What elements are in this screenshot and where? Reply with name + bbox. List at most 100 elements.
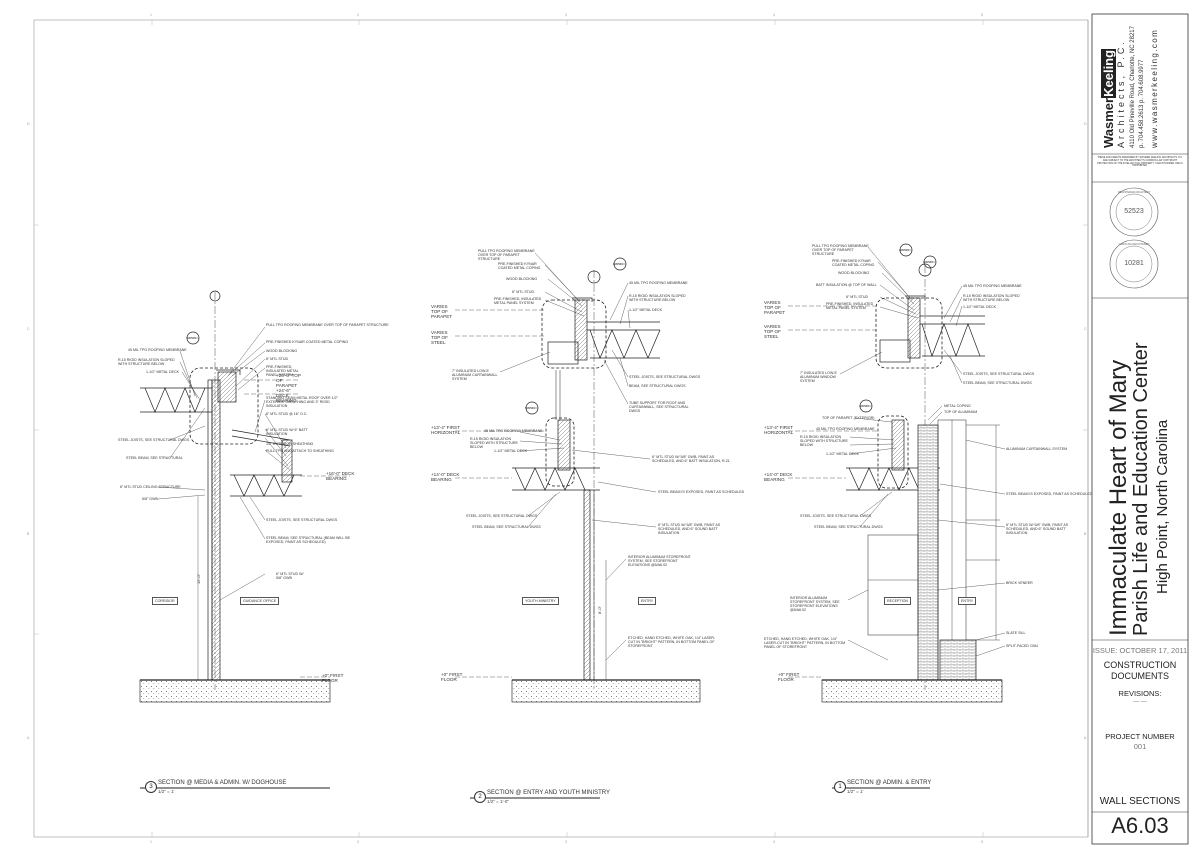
note-label: PULL TPO ROOFING MEMBRANE OVER TOP OF PA… <box>266 323 389 327</box>
revisions-value: — — <box>1133 699 1147 705</box>
callout-ref: 3/A7.04 <box>923 260 933 264</box>
section-scale: 1/2" = 1' <box>847 789 864 794</box>
note-label: R-15 RIGID INSULATION SLOPED WITH STRUCT… <box>629 294 686 302</box>
note-label: STEEL BEAM, SEE STRUCTURAL DWGS <box>814 525 883 529</box>
section-number: 1 <box>834 781 846 793</box>
note-label: PRE-FINISHED, INSULATED METAL PANEL SYST… <box>826 302 874 310</box>
level-marker: +0" FIRST FLOOR <box>441 672 463 682</box>
grid-label: 2 <box>357 13 359 17</box>
note-label: 6" MTL STUD W/ 5/8" GWB, PAINT AS SCHEDU… <box>658 523 721 535</box>
note-label: INTERIOR ALUMINUM STOREFRONT SYSTEM, SEE… <box>628 555 691 567</box>
note-label: ETCHED, HAND ETCHED, WHITE OAK, 1/4" LAS… <box>628 636 716 648</box>
note-label: 6" MTL STUD @ 16" O.C. <box>266 412 308 416</box>
note-label: BRICK VENEER <box>1006 581 1033 585</box>
level-marker: +14'-0" DECK BEARING <box>431 472 460 482</box>
level-marker: +16'-0" DECK BEARING <box>326 471 355 481</box>
copyright-notice: THESE DOCUMENTS PREPARED BY WASMER KEELI… <box>1097 156 1183 168</box>
section-title: SECTION @ MEDIA & ADMIN. W/ DOGHOUSE <box>158 780 287 786</box>
seal-number: 10281 <box>1124 260 1144 267</box>
firm-phone: p. 704.458.2613 p. 704.608.9977 <box>1139 59 1145 148</box>
note-label: 5/8" GWB <box>142 497 158 501</box>
level-marker: VARIES TOP OF STEEL <box>764 324 781 339</box>
seal-ring-text: REGISTERED ARCHITECT <box>1117 191 1151 194</box>
note-label: PRE-FINISHED KYNAR COATED METAL COPING <box>832 259 875 267</box>
note-label: STEEL JOISTS, SEE STRUCTURAL DWGS <box>266 518 338 522</box>
section-scale: 1/2" = 1'-0" <box>487 799 509 804</box>
note-label: TOP OF PARAPET (EXTERIOR) <box>822 416 875 420</box>
grid-label: 4 <box>773 840 775 844</box>
note-label: STEEL JOISTS, SEE STRUCTURAL DWGS <box>466 514 538 518</box>
note-label: STEEL BEAM, SEE STRUCTURAL (BEAM WILL BE… <box>266 536 351 544</box>
level-marker: +0" FIRST FLOOR <box>778 672 800 682</box>
note-label: SLATE SILL <box>1006 631 1026 635</box>
room-tag: ENTRY <box>958 597 977 605</box>
note-label: 6" MTL STUD <box>512 290 535 294</box>
callout-ref: 6/A7.04 <box>613 262 623 266</box>
room-tag: ENTRY <box>638 597 657 605</box>
section-title: SECTION @ ADMIN. & ENTRY <box>847 780 932 786</box>
seal-ring-graphics <box>1109 187 1159 289</box>
dimension: 8'-0" <box>597 606 602 614</box>
note-label: 1-1/2" METAL DECK <box>494 449 528 453</box>
grid-label: B <box>27 532 30 536</box>
note-label: 6" MTL STUD W/ 5/8" GWB <box>276 572 304 580</box>
note-label: BEAM, SEE STRUCTURAL DWGS <box>629 384 686 388</box>
note-label: 1-1/2" METAL DECK <box>629 308 663 312</box>
note-label: STEEL JOISTS, SEE STRUCTURAL DWGS <box>118 438 190 442</box>
note-label: PRE-FINISHED KYNAR COATED METAL COPING <box>498 262 541 270</box>
sheet-title: WALL SECTIONS <box>1099 796 1181 807</box>
note-label: ETCHED, HAND ETCHED, WHITE OAK, 1/4" LAS… <box>764 637 846 649</box>
note-label: 6" MTL STUD W/ 5/8" GWB, PAINT AS SCHEDU… <box>1006 523 1069 535</box>
project-location: High Point, North Carolina <box>1154 419 1171 594</box>
level-marker: +0" FIRST FLOOR <box>322 673 344 683</box>
level-marker: +13'-4" FIRST HORIZONTAL <box>764 425 794 435</box>
grid-label: A <box>27 736 30 740</box>
dimension: 15'-0" <box>196 573 201 584</box>
note-label: TUBE SUPPORT FOR ROOF AND CURTAINWALL, S… <box>629 401 689 413</box>
note-label: BATT INSULATION @ TOP OF WALL <box>816 283 877 287</box>
project-number-label: PROJECT NUMBER <box>1105 732 1175 741</box>
note-label: SPLIT-FACED CMU <box>1006 644 1039 648</box>
note-label: WOOD BLOCKING <box>506 277 538 281</box>
note-label: PULL TPO ROOFING MEMBRANE OVER TOP OF PA… <box>478 249 535 261</box>
note-label: STEEL BEAM IS EXPOSED, PAINT AS SCHEDULE… <box>1006 492 1093 496</box>
note-label: TOP OF ALUMINUM <box>944 410 978 414</box>
note-label: 6" MTL STUD W/ 5/8" GWB, PAINT AS SCHEDU… <box>652 455 730 463</box>
seal-ring-text: CAROLINA REGISTERED <box>1118 243 1150 246</box>
note-label: 1/2" EXTERIOR SHEATHING <box>266 442 314 446</box>
note-label: STEEL BEAM IS EXPOSED, PAINT AS SCHEDULE… <box>658 490 745 494</box>
note-label: STEEL BEAM, SEE STRUCTURAL DWGS <box>472 525 541 529</box>
room-tag: RECEPTION <box>884 597 911 605</box>
grid-label: 4 <box>773 13 775 17</box>
note-label: R-15 RIGID INSULATION SLOPED WITH STRUCT… <box>800 435 848 447</box>
seal-number: 52523 <box>1124 208 1144 215</box>
grid-label: C <box>1084 327 1087 331</box>
room-tag: GUIDANCE OFFICE <box>240 597 280 605</box>
note-label: STANDING SEAM METAL ROOF OVER 1/2" EXTER… <box>266 396 338 408</box>
level-marker: +24'-6" DECK BEARING <box>276 388 297 403</box>
level-marker: +14'-0" DECK BEARING <box>764 472 793 482</box>
note-label: 7" INSULATED LOW-E ALUMINUM WINDOW SYSTE… <box>800 371 837 383</box>
note-label: PRE-FINISHED, INSULATED METAL PANEL SYST… <box>266 365 299 377</box>
level-marker: VARIES TOP OF PARAPET <box>431 304 453 319</box>
note-label: 45 MIL TPO ROOFING MEMBRANE <box>484 429 543 433</box>
note-label: R-15 RIGID INSULATION SLOPED WITH STRUCT… <box>470 437 518 449</box>
note-label: WOOD BLOCKING <box>266 349 298 353</box>
note-label: 1-1/2" METAL DECK <box>963 305 997 309</box>
note-label: 45 MIL TPO ROOFING MEMBRANE <box>629 281 688 285</box>
grid-label: 3 <box>565 840 567 844</box>
grid-label: 5 <box>981 840 983 844</box>
note-label: 6" MTL STUD CEILING STRUCTURE <box>120 485 181 489</box>
note-label: PRE-FINISHED, INSULATED METAL PANEL SYST… <box>494 297 542 305</box>
level-marker: VARIES TOP OF PARAPET <box>764 300 786 315</box>
grid-label: 5 <box>981 13 983 17</box>
section-2-linework <box>455 252 701 799</box>
revisions-label: REVISIONS: <box>1118 689 1162 698</box>
project-number: 001 <box>1133 742 1147 751</box>
firm-address: 4110 Old Pineville Road, Charlotte, NC 2… <box>1130 26 1136 148</box>
callout-ref: 7/A7.04 <box>186 336 196 340</box>
note-label: STEEL JOISTS, SEE STRUCTURAL DWGS <box>963 372 1035 376</box>
section-scale: 1/2" = 1' <box>158 789 175 794</box>
note-label: 7" INSULATED LOW-E ALUMINUM CURTAINWALL … <box>452 369 498 381</box>
note-label: PULL TPO AND ATTACH TO SHEATHING <box>266 449 334 453</box>
